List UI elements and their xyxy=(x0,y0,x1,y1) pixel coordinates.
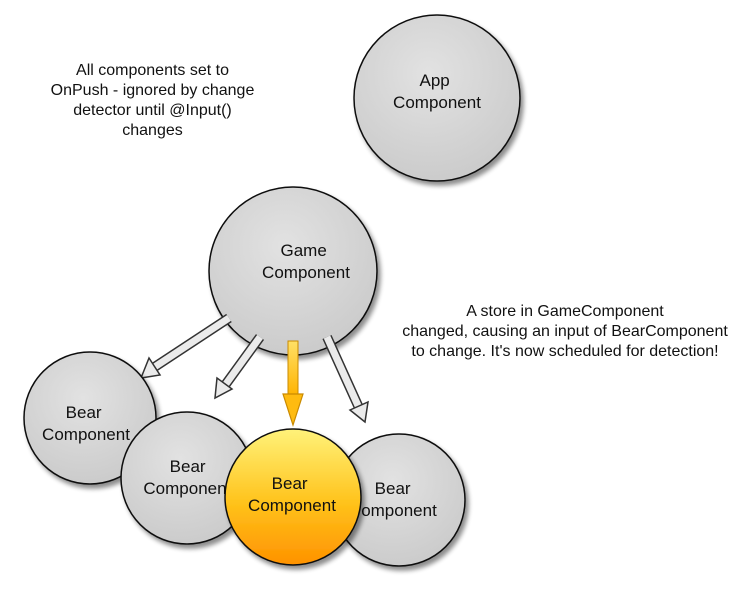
node-game-label: Game Component xyxy=(262,241,350,282)
edge-game-to-bear2 xyxy=(214,334,265,400)
note-onpush: All components set to OnPush - ignored b… xyxy=(20,61,285,141)
note-onpush-line: All components set to xyxy=(76,62,229,79)
note-store-change-line: to change. It's now scheduled for detect… xyxy=(411,343,719,360)
node-bear-1-label: Bear Component xyxy=(42,403,130,444)
note-onpush-line: OnPush - ignored by change xyxy=(50,82,255,99)
note-onpush-line: changes xyxy=(122,122,183,139)
note-store-change-line: changed, causing an input of BearCompone… xyxy=(402,323,728,340)
node-bear-3-label: Bear Component xyxy=(248,474,336,515)
node-bear-3-highlighted[interactable] xyxy=(224,428,362,566)
edge-game-to-bear3[interactable] xyxy=(282,340,304,427)
note-store-change: A store in GameComponent changed, causin… xyxy=(376,302,754,362)
node-app xyxy=(353,14,521,182)
node-bear-1 xyxy=(23,351,157,485)
node-bear-4-label: Bear omponent xyxy=(361,479,437,520)
note-onpush-line: detector until @Input() xyxy=(73,102,232,119)
edge-game-to-bear4 xyxy=(322,334,369,424)
edge-game-to-bear1 xyxy=(139,313,232,379)
note-store-change-line: A store in GameComponent xyxy=(466,303,664,320)
node-app-label: App Component xyxy=(393,71,481,112)
node-bear-2-label: Bear Componen xyxy=(143,457,226,498)
